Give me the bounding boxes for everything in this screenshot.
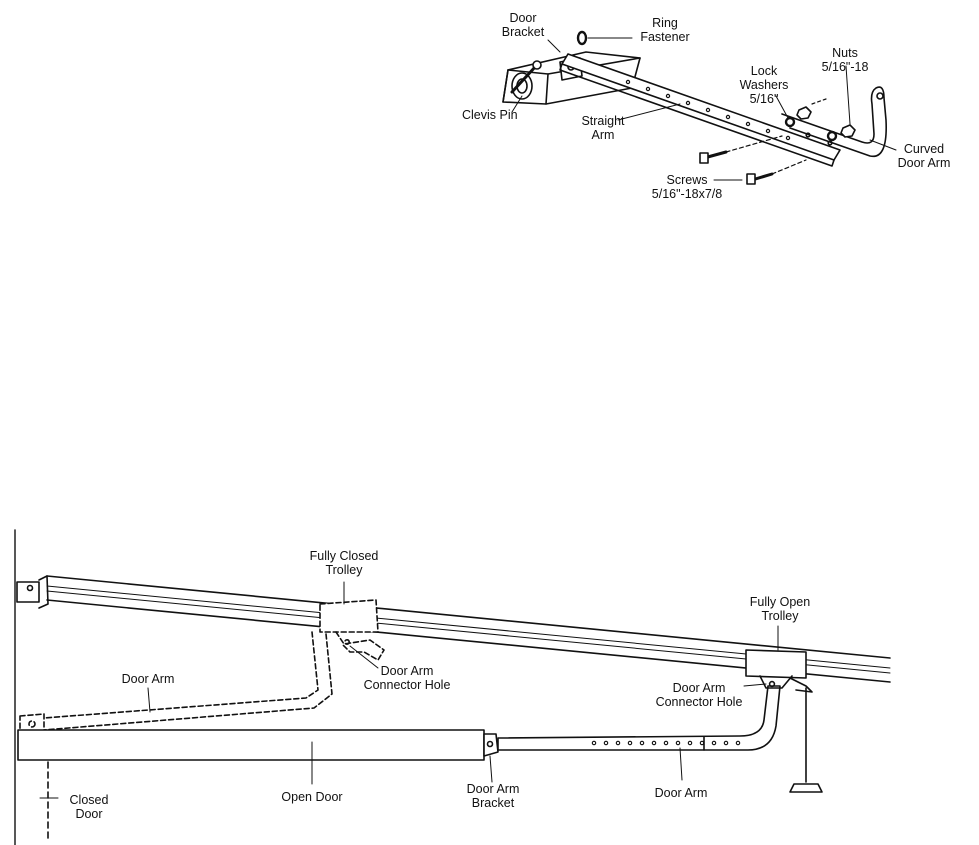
fully-closed-trolley [319,599,385,661]
label-fully-open-trolley: Fully Open Trolley [749,595,811,623]
header-bracket [16,575,49,609]
door-arm-bracket [483,733,499,757]
installation-side-view [14,529,891,845]
label-door-bracket: Door Bracket [501,11,545,39]
label-door-arm-connector-hole-left: Door Arm Connector Hole [363,664,451,692]
label-clevis-pin: Clevis Pin [462,108,518,122]
lock-washers-and-nuts [784,98,856,142]
straight-arm-holes [625,79,791,141]
open-door [17,729,485,761]
label-ring-fastener: Ring Fastener [640,16,690,44]
solid-door-arm [497,685,781,751]
emergency-release-cord [789,687,823,793]
curved-door-arm [781,86,887,158]
screws [699,135,807,185]
label-fully-closed-trolley: Fully Closed Trolley [309,549,379,577]
label-door-arm-connector-hole-right: Door Arm Connector Hole [655,681,743,709]
label-door-arm-right: Door Arm [654,786,708,800]
label-screws: Screws 5/16"-18x7/8 [651,173,723,201]
bottom-leader-lines [39,581,779,799]
arm-assembly-illustration [502,30,897,185]
label-door-arm-bracket: Door Arm Bracket [466,782,520,810]
clevis-pin [510,60,542,94]
label-straight-arm: Straight Arm [581,114,625,142]
label-door-arm-left: Door Arm [121,672,175,686]
label-lock-washers: Lock Washers 5/16" [739,64,789,106]
label-closed-door: Closed Door [69,793,109,821]
label-open-door: Open Door [281,790,343,804]
top-leader-lines [511,37,897,181]
straight-arm [559,53,841,167]
label-nuts: Nuts 5/16"-18 [821,46,869,74]
ring-fastener [576,30,588,46]
fully-open-trolley [745,649,813,693]
label-curved-door-arm: Curved Door Arm [897,142,951,170]
